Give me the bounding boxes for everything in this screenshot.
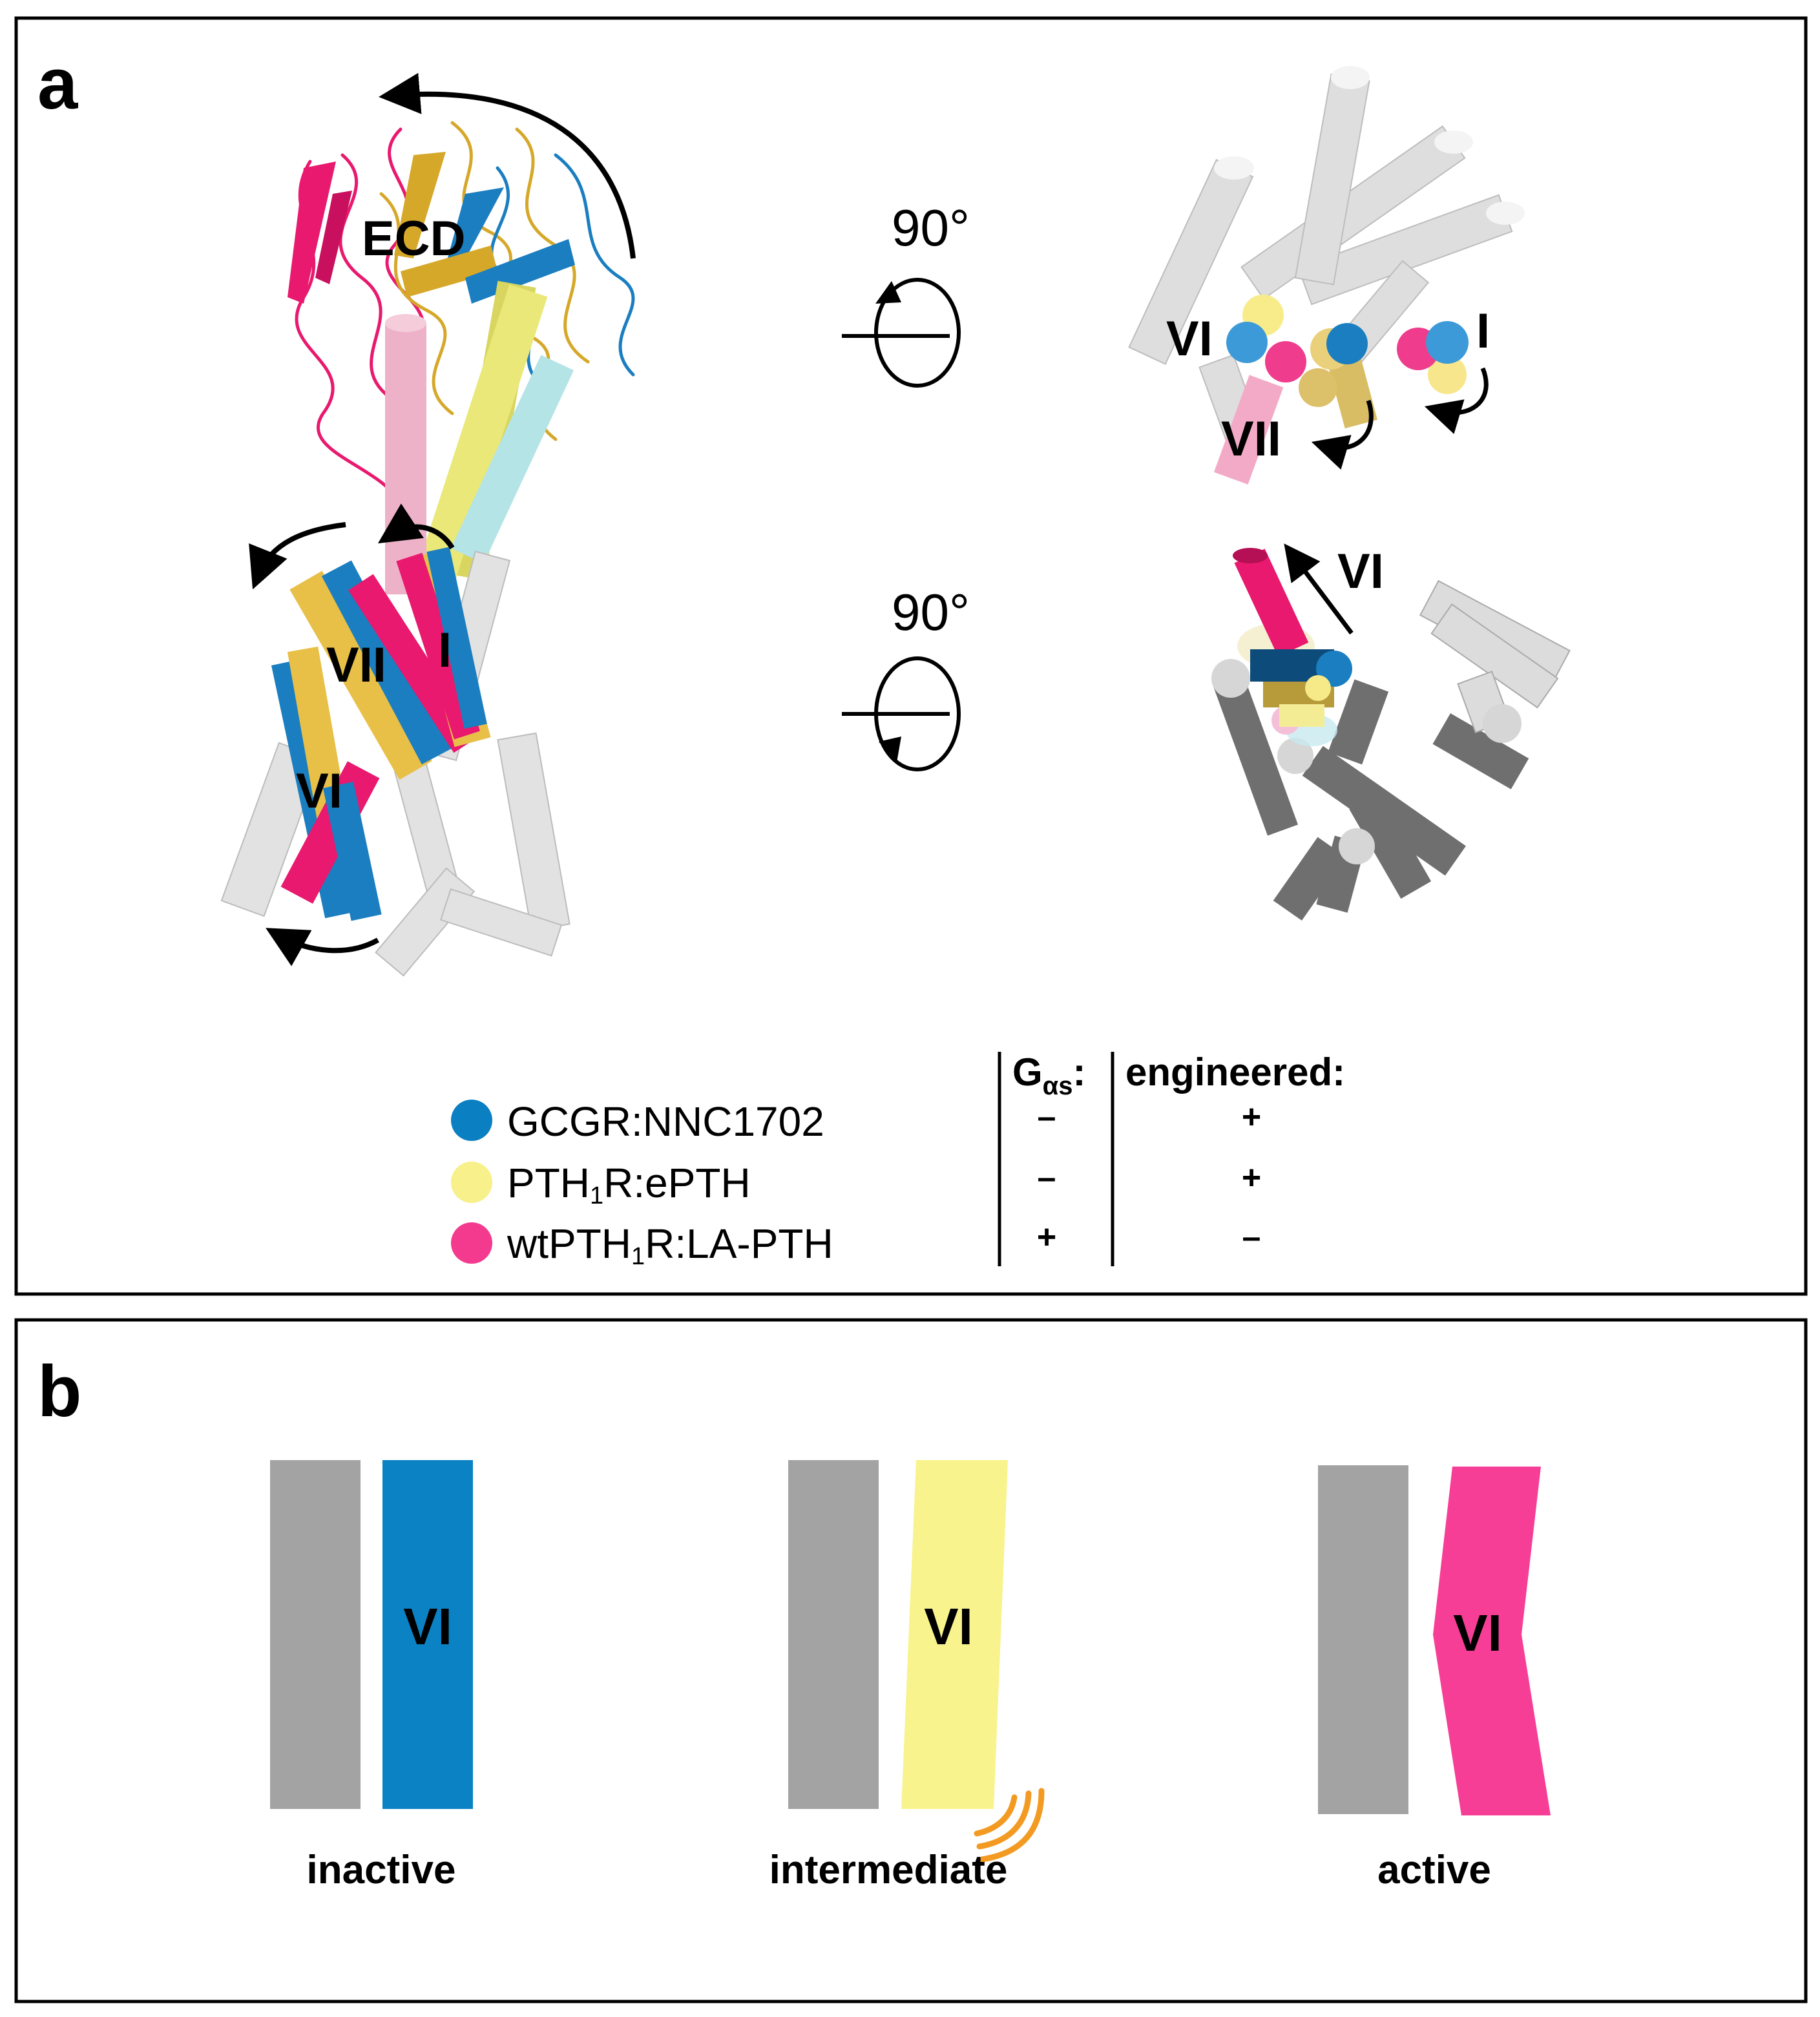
active-helix-vi [1433, 1467, 1551, 1815]
inactive-label: inactive [307, 1848, 456, 1892]
legend-label-pth1r: PTH1R:ePTH [507, 1160, 751, 1209]
tm-vii-label: VII [326, 638, 386, 693]
panel-b-letter: b [37, 1351, 81, 1432]
intermediate-reference-helix [788, 1460, 879, 1809]
intermediate-helix-vi [901, 1460, 1008, 1809]
side-view-structure: ECD [220, 72, 636, 977]
tm-rotation-arrow-3 [266, 928, 379, 967]
tm-vi-label: VI [296, 764, 342, 819]
rotation-symbol-top: 90° [842, 199, 970, 388]
top-view-vii-label: VII [1221, 412, 1281, 466]
state-inactive: VI inactive [270, 1460, 473, 1892]
legend-header-gas: Gαs: [1012, 1050, 1086, 1100]
legend-header-engineered: engineered: [1125, 1050, 1345, 1094]
rotation-label-bottom: 90° [892, 583, 970, 641]
legend-swatch-wtpth1r [451, 1222, 492, 1264]
legend-gas-wtpth1r: + [1037, 1218, 1056, 1256]
ecd-rotation-arrow [379, 72, 636, 259]
legend-swatch-gcgr [451, 1100, 492, 1141]
top-view-vi-label: VI [1166, 311, 1213, 366]
legend-swatch-pth1r [451, 1162, 492, 1203]
legend-label-gcgr: GCGR:NNC1702 [507, 1098, 824, 1145]
intracellular-vi-arrow [1284, 543, 1354, 635]
legend-gas-gcgr: – [1038, 1098, 1056, 1136]
panel-b: b VI inactive VI intermediate VI activ [14, 1318, 1808, 2003]
top-view-arrow-vii [1311, 399, 1374, 470]
tm-i-label: I [438, 623, 452, 678]
legend-gas-pth1r: – [1038, 1159, 1056, 1197]
legend-eng-wtpth1r: – [1242, 1218, 1261, 1256]
intracellular-view: VI [1211, 543, 1571, 921]
ecd-label: ECD [362, 211, 465, 266]
state-active: VI active [1318, 1465, 1551, 1892]
legend-eng-gcgr: + [1242, 1098, 1261, 1136]
legend-label-wtpth1r: wtPTH1R:LA-PTH [507, 1220, 833, 1270]
top-view-i-label: I [1476, 304, 1490, 359]
inactive-reference-helix [270, 1460, 361, 1809]
inactive-vi-label: VI [403, 1598, 452, 1655]
tm-rotation-arrow-1 [249, 522, 346, 590]
legend: GCGR:NNC1702 PTH1R:ePTH wtPTH1R:LA-PTH G… [451, 1050, 1345, 1270]
active-vi-label: VI [1453, 1604, 1502, 1662]
rotation-symbol-bottom: 90° [842, 583, 970, 771]
intermediate-vi-label: VI [924, 1598, 973, 1655]
legend-eng-pth1r: + [1242, 1159, 1261, 1197]
active-reference-helix [1318, 1465, 1408, 1814]
active-label: active [1377, 1848, 1491, 1892]
rotation-label-top: 90° [892, 199, 970, 256]
top-view-arrow-i [1424, 367, 1489, 434]
motion-arcs [974, 1788, 1045, 1863]
panel-a-letter: a [37, 43, 78, 124]
state-intermediate: VI intermediate [769, 1460, 1045, 1892]
inactive-helix-vi [382, 1460, 473, 1809]
bottom-view-vi-label: VI [1337, 544, 1384, 599]
extracellular-view: VI I VII [1128, 66, 1525, 485]
panel-a: a ECD [14, 16, 1808, 1296]
tm-rotation-arrow-2 [377, 503, 455, 550]
intermediate-label: intermediate [769, 1848, 1008, 1892]
